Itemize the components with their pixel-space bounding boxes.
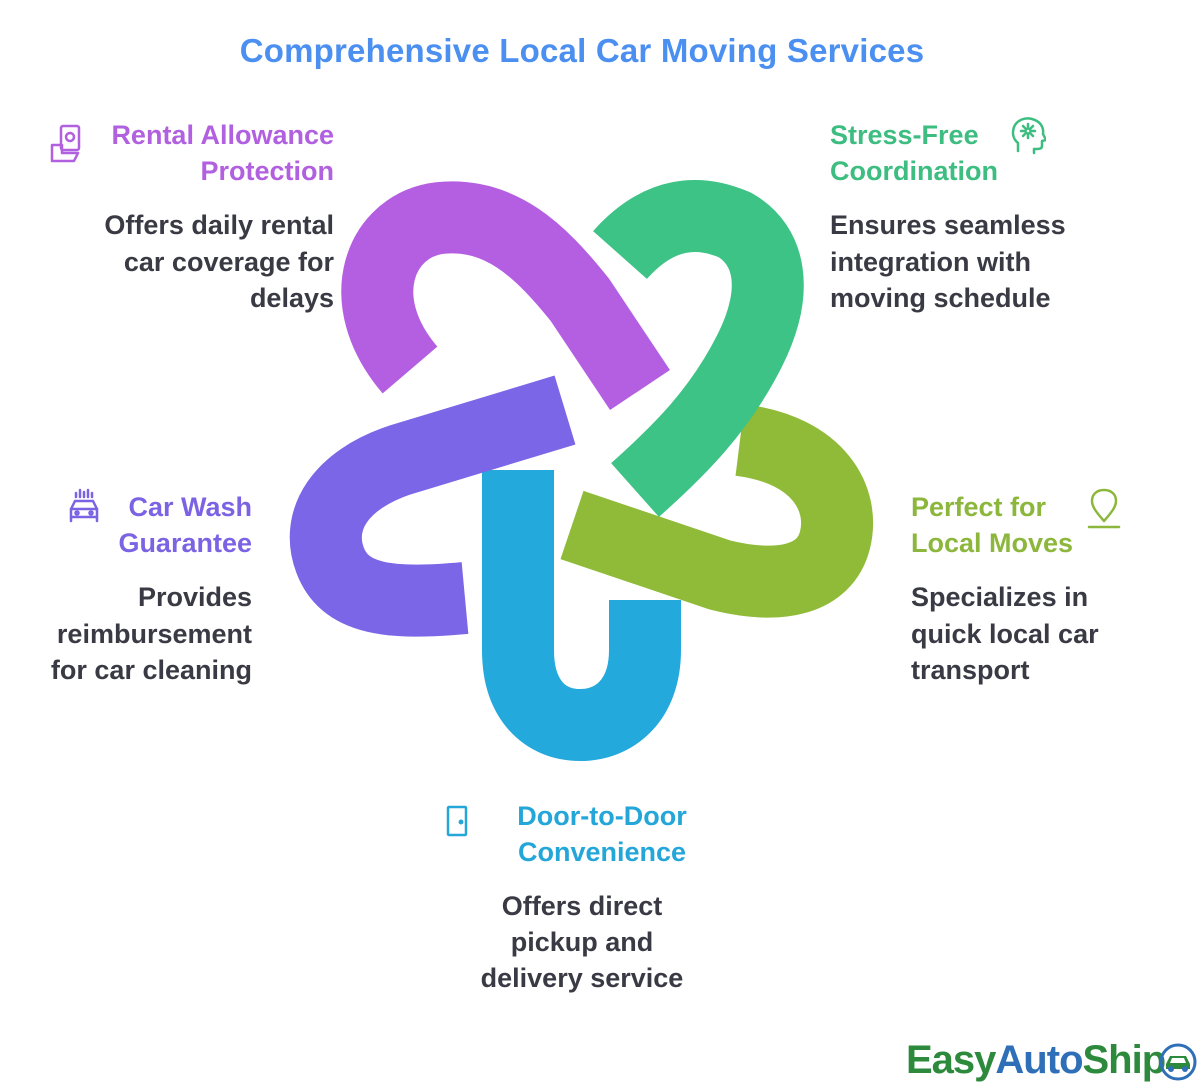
description-line: delivery service xyxy=(480,963,684,993)
logo-part: Auto xyxy=(995,1038,1083,1082)
heading-line: Local Moves xyxy=(911,528,1074,558)
heading-line: Perfect for xyxy=(911,492,1047,522)
heading-line: Protection xyxy=(200,156,334,186)
item-door-to-door-convenience: Door-to-Door Convenience Offers direct p… xyxy=(430,798,730,996)
heading-line: Door-to-Door xyxy=(430,798,730,834)
heading-line: Convenience xyxy=(517,837,687,867)
description-line: Ensures seamless xyxy=(830,210,1066,240)
heading-line: Rental Allowance xyxy=(111,120,334,150)
item-heading: Car Wash Guarantee xyxy=(20,489,252,561)
item-heading: Door-to-Door Convenience xyxy=(430,798,730,870)
brain-head-icon xyxy=(1011,117,1046,155)
item-heading: Rental Allowance Protection xyxy=(40,117,334,189)
location-pin-icon xyxy=(1087,488,1121,529)
loop-carwash xyxy=(289,375,576,637)
item-stress-free-coordination: Stress-Free Coordination Ensures seamles… xyxy=(830,117,1160,317)
description-line: integration with xyxy=(830,246,1031,277)
description-line: moving schedule xyxy=(830,283,1051,313)
description-line: Offers direct xyxy=(501,891,663,921)
item-description: Specializes in quick local car transport xyxy=(911,579,1171,689)
description-line: pickup and xyxy=(510,927,654,957)
item-description: Offers direct pickup and delivery servic… xyxy=(430,888,730,996)
description-line: quick local car xyxy=(911,618,1099,649)
heading-line: Guarantee xyxy=(118,528,252,558)
door-icon xyxy=(446,805,468,837)
description-line: Specializes in xyxy=(911,582,1089,612)
logo-part: Easy xyxy=(906,1038,996,1082)
item-description: Offers daily rental car coverage for del… xyxy=(40,207,334,317)
logo-text: EasyAutoShip xyxy=(906,1036,1167,1084)
item-perfect-for-local-moves: Perfect for Local Moves Specializes in q… xyxy=(911,488,1171,689)
heading-fragment: Door xyxy=(623,801,687,831)
description-line: for car cleaning xyxy=(50,655,252,685)
item-car-wash-guarantee: Car Wash Guarantee Provides reimbursemen… xyxy=(20,488,252,689)
car-wash-icon xyxy=(69,488,99,523)
heading-line: Stress-Free xyxy=(830,120,979,150)
description-line: transport xyxy=(911,655,1030,685)
loop-door xyxy=(482,470,681,761)
item-heading: Perfect for Local Moves xyxy=(911,489,1171,561)
description-line: car coverage for xyxy=(123,246,334,277)
heading-line: Coordination xyxy=(830,156,998,186)
logo-part: Ship xyxy=(1082,1038,1167,1082)
loop-rental xyxy=(341,181,670,410)
heading-fragment: Door-to- xyxy=(517,801,624,831)
item-description: Ensures seamless integration with moving… xyxy=(830,207,1160,317)
diagram-title: Comprehensive Local Car Moving Services xyxy=(239,32,925,69)
heading-line: Car Wash xyxy=(128,492,252,522)
item-description: Provides reimbursement for car cleaning xyxy=(20,579,252,689)
description-line: reimbursement xyxy=(56,618,252,649)
item-heading: Stress-Free Coordination xyxy=(830,117,1160,189)
description-line: delays xyxy=(249,283,334,313)
car-badge-icon xyxy=(1159,1043,1197,1081)
item-rental-allowance: Rental Allowance Protection Offers daily… xyxy=(40,117,334,317)
description-line: Provides xyxy=(137,582,252,612)
loop-local xyxy=(560,404,874,618)
brand-logo: EasyAutoShip xyxy=(906,1036,1200,1084)
description-line: Offers daily rental xyxy=(104,210,334,240)
loop-stress xyxy=(593,180,804,517)
rental-money-hand-icon xyxy=(50,124,81,163)
